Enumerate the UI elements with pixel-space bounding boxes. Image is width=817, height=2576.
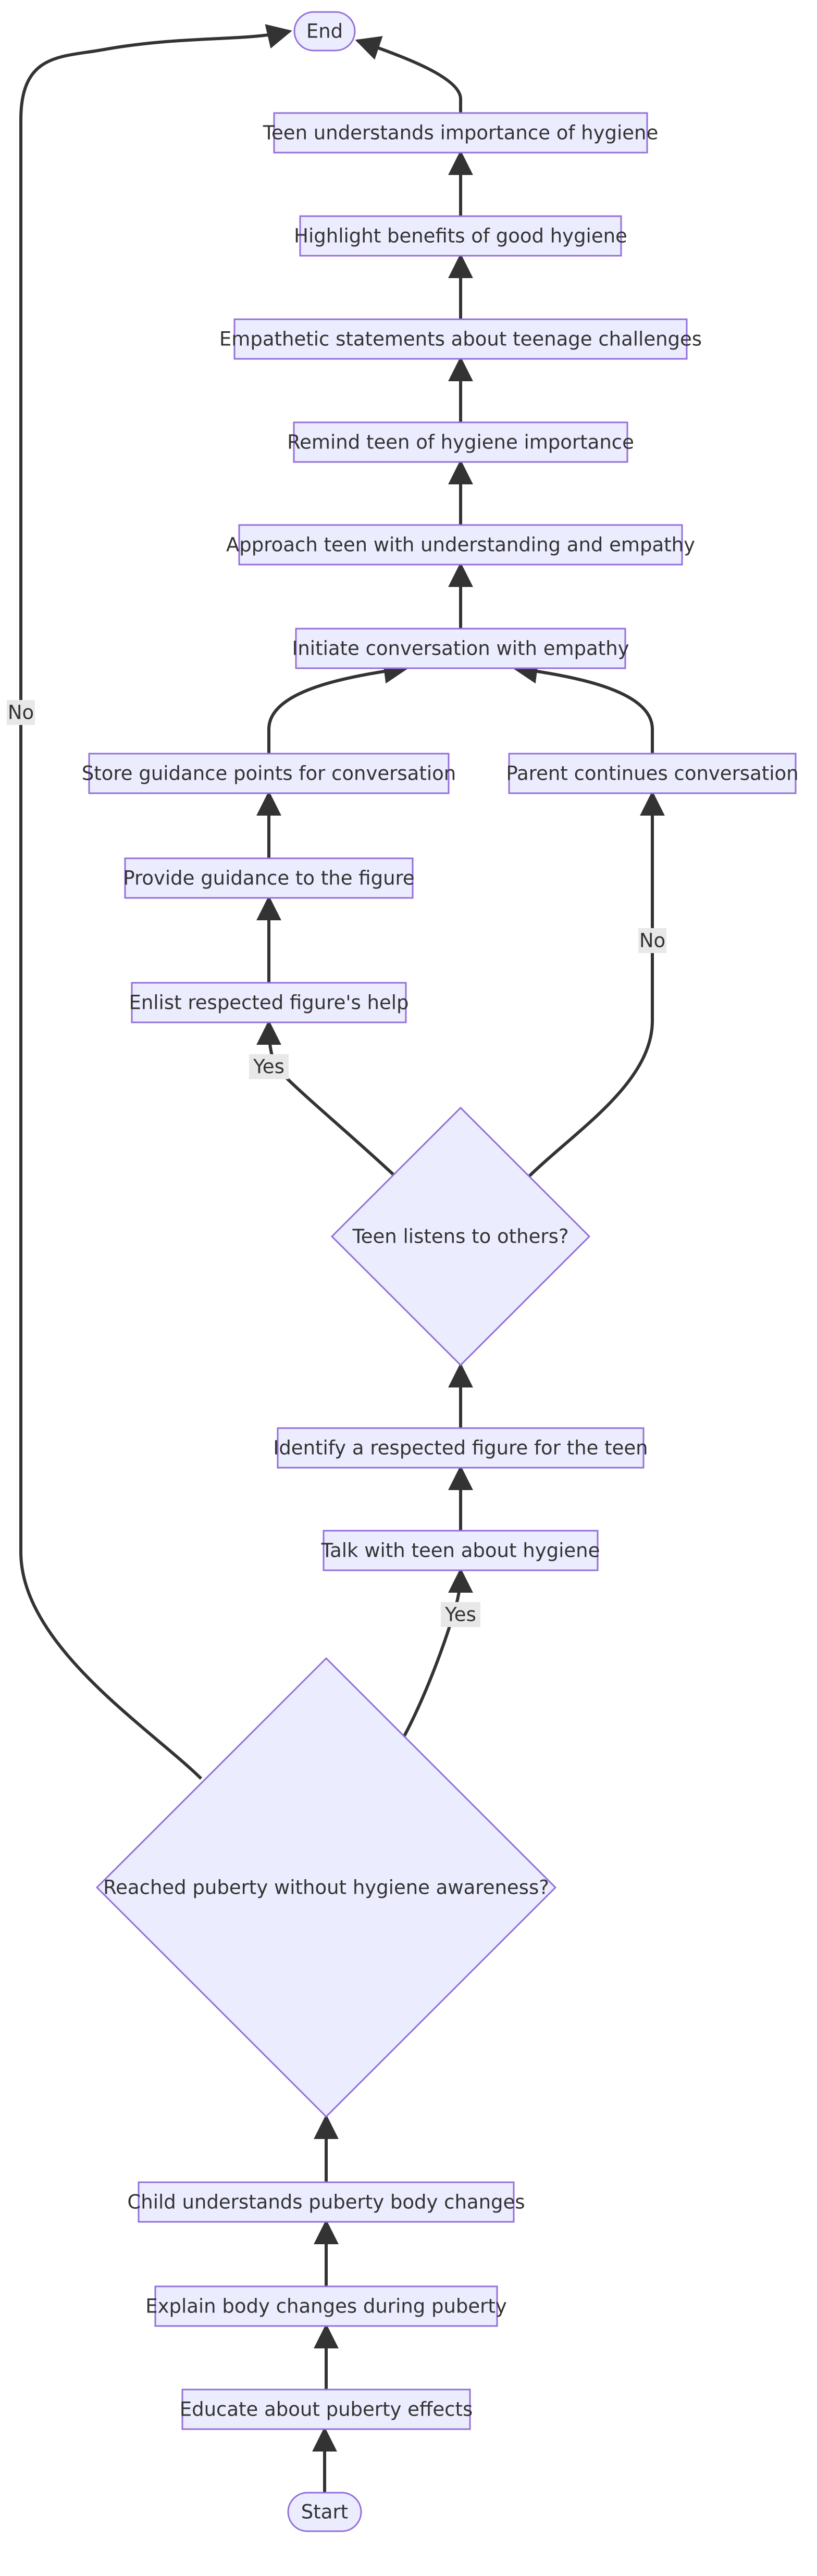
- node-label: Educate about puberty effects: [180, 2398, 473, 2421]
- node-label: Enlist respected figure's help: [129, 992, 408, 1014]
- node-n-initiate: Initiate conversation with empathy: [292, 628, 629, 669]
- node-label: Explain body changes during puberty: [145, 2295, 507, 2318]
- edge-label-bg: [249, 1054, 289, 1079]
- node-label: Teen listens to others?: [352, 1226, 568, 1248]
- node-label: Identify a respected figure for the teen: [273, 1437, 648, 1459]
- node-n-approach: Approach teen with understanding and emp…: [226, 524, 695, 566]
- edges-layer: [19, 24, 665, 2493]
- node-label: Remind teen of hygiene importance: [287, 431, 634, 454]
- node-label: Highlight benefits of good hygiene: [294, 225, 627, 247]
- node-n-parent: Parent continues conversation: [506, 753, 799, 794]
- process-box: [131, 982, 407, 1023]
- process-box: [181, 2389, 471, 2430]
- process-box: [508, 753, 797, 794]
- edge-label-text: No: [639, 930, 665, 952]
- edge-label-text: No: [8, 702, 34, 724]
- node-n-remind: Remind teen of hygiene importance: [287, 421, 634, 463]
- terminal-shape: [287, 2492, 362, 2532]
- node-n-enlist: Enlist respected figure's help: [129, 982, 409, 1023]
- node-n-understands: Teen understands importance of hygiene: [263, 112, 659, 154]
- node-label: Talk with teen about hygiene: [321, 1540, 600, 1562]
- node-label: Child understands puberty body changes: [127, 2191, 525, 2214]
- process-box: [293, 421, 628, 463]
- process-box: [323, 1530, 599, 1571]
- node-d-puberty: Reached puberty without hygiene awarenes…: [95, 1657, 557, 2118]
- edge-n_understands-to-end: [355, 36, 462, 113]
- edge-label-text: Yes: [444, 1604, 476, 1626]
- node-n-benefits: Highlight benefits of good hygiene: [294, 215, 627, 257]
- node-n-talk: Talk with teen about hygiene: [321, 1530, 600, 1571]
- node-n-guidance: Provide guidance to the figure: [123, 857, 415, 899]
- edge-d_listens-to-n_enlist: [256, 1020, 397, 1178]
- edge-label-bg: [7, 700, 35, 725]
- node-n-identify: Identify a respected figure for the teen: [273, 1427, 648, 1469]
- node-n-explain: Explain body changes during puberty: [145, 2285, 507, 2327]
- edge-label-bg: [638, 928, 666, 953]
- edge-label-yes-d_puberty-to-n_talk: Yes: [441, 1602, 480, 1627]
- process-box: [88, 753, 450, 794]
- edge-label-no-d_listens-to-n_parent: No: [638, 928, 666, 953]
- node-label: Initiate conversation with empathy: [292, 637, 629, 660]
- edge-d_listens-to-n_parent: [528, 791, 665, 1178]
- process-box: [233, 318, 688, 360]
- edge-label-no-d_puberty-to-end: No: [7, 700, 35, 725]
- node-n-empathetic: Empathetic statements about teenage chal…: [219, 318, 702, 360]
- terminal-shape: [293, 11, 356, 52]
- node-label: Reached puberty without hygiene awarenes…: [103, 1877, 549, 1899]
- node-label: Empathetic statements about teenage chal…: [219, 328, 702, 351]
- node-label: Teen understands importance of hygiene: [263, 122, 659, 144]
- process-box: [299, 215, 622, 257]
- node-n-educate: Educate about puberty effects: [180, 2389, 473, 2430]
- node-label: Start: [301, 2501, 348, 2523]
- edge-d_puberty-to-end: [19, 24, 292, 1780]
- node-n-store: Store guidance points for conversation: [82, 753, 456, 794]
- process-box: [238, 524, 683, 566]
- edge-label-bg: [441, 1602, 480, 1627]
- node-d-listens: Teen listens to others?: [330, 1106, 591, 1367]
- process-box: [138, 2181, 515, 2223]
- decision-diamond: [95, 1657, 557, 2118]
- edge-label-text: Yes: [253, 1056, 284, 1078]
- process-box: [273, 112, 648, 154]
- process-box: [277, 1427, 645, 1469]
- edge-d_puberty-to-n_talk: [402, 1568, 473, 1738]
- edge-n_parent-to-n_initiate: [512, 658, 654, 754]
- node-label: End: [306, 20, 343, 43]
- edge-label-yes-d_listens-to-n_enlist: Yes: [249, 1054, 289, 1079]
- process-box: [124, 857, 414, 899]
- node-label: Parent continues conversation: [506, 762, 798, 785]
- node-end: End: [293, 11, 356, 52]
- edge-n_store-to-n_initiate: [267, 658, 409, 754]
- node-label: Provide guidance to the figure: [123, 867, 414, 890]
- node-label: Approach teen with understanding and emp…: [226, 534, 695, 556]
- process-box: [154, 2285, 498, 2327]
- node-label: Store guidance points for conversation: [82, 762, 456, 785]
- node-start: Start: [287, 2492, 362, 2532]
- process-box: [295, 628, 626, 669]
- node-n-child: Child understands puberty body changes: [127, 2181, 525, 2223]
- decision-diamond: [330, 1106, 591, 1367]
